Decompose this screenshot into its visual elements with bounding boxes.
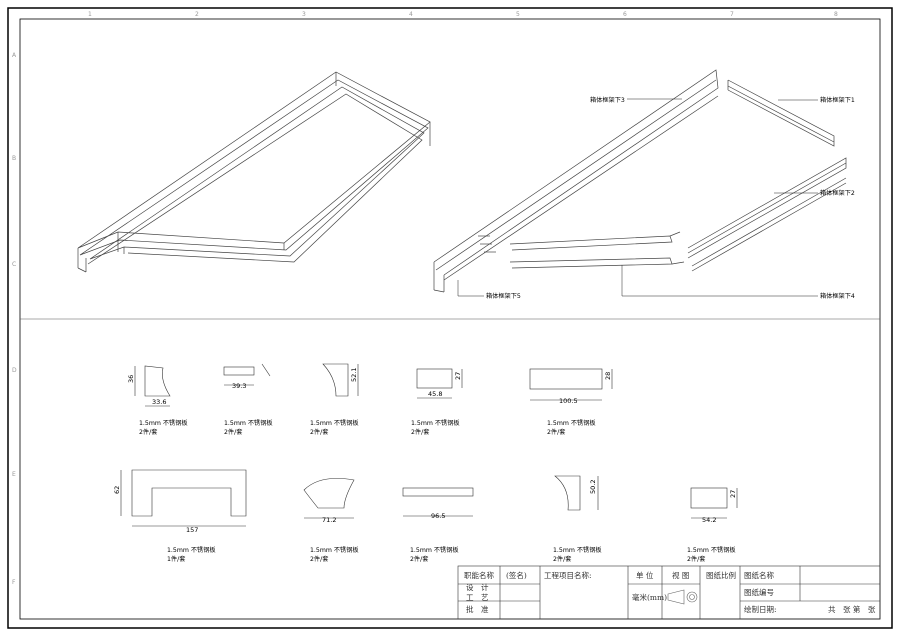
part-2-qty: 2件/套 [224,428,242,436]
part-10-dim-w: 54.2 [702,516,716,524]
part-9-material: 1.5mm 不锈钢板 [553,546,602,554]
title-block [457,565,881,620]
part-7-material: 1.5mm 不锈钢板 [310,546,359,554]
part-4-section [416,368,463,399]
part-5-material: 1.5mm 不锈钢板 [547,419,596,427]
tb-sign: (签名) [506,570,527,580]
part-7-section [303,478,355,519]
part-4-qty: 2件/套 [411,428,429,436]
part-9-section [554,475,599,511]
part-4-dim-w: 45.8 [428,390,442,398]
part-8-qty: 2件/套 [410,555,428,563]
callout-frame-2: 箱体框架下2 [820,189,855,197]
part-1-qty: 2件/套 [139,428,157,436]
part-6-section [120,469,247,527]
part-10-material: 1.5mm 不锈钢板 [687,546,736,554]
part-3-material: 1.5mm 不锈钢板 [310,419,359,427]
part-10-section [690,487,738,519]
part-5-qty: 2件/套 [547,428,565,436]
callout-frame-4: 箱体框架下4 [820,292,855,300]
part-6-qty: 1件/套 [167,555,185,563]
grid-col-3: 3 [302,11,306,18]
tb-view: 视 图 [672,570,689,580]
part-1-dim-w: 33.6 [152,398,166,406]
grid-col-1: 1 [88,11,92,18]
part-9-qty: 2件/套 [553,555,571,563]
tb-unit-value: 毫米(mm) [632,592,667,602]
grid-col-8: 8 [834,11,838,18]
part-4-dim-h: 27 [454,372,462,380]
part-6-material: 1.5mm 不锈钢板 [167,546,216,554]
part-6-dim-w: 157 [186,526,198,534]
outer-frame [7,7,893,629]
part-5-section [529,368,613,401]
tb-drawing-no: 图纸编号 [744,587,774,597]
part-3-qty: 2件/套 [310,428,328,436]
part-5-dim-h: 28 [604,372,612,380]
tb-duty: 职能名称 [464,570,494,580]
grid-row-e: E [12,471,16,478]
tb-draw-date: 绘制日期: [744,604,777,614]
grid-row-c: C [12,261,16,268]
grid-row-d: D [12,367,17,374]
part-8-material: 1.5mm 不锈钢板 [410,546,459,554]
grid-labels: 1 2 3 4 5 6 7 8 A B C D E F [12,11,838,586]
callout-frame-5: 箱体框架下5 [486,292,521,300]
part-3-section [322,363,359,397]
part-7-dim-w: 71.2 [322,516,336,524]
part-10-dim-h: 27 [729,490,737,498]
part-1-material: 1.5mm 不锈钢板 [139,419,188,427]
tb-craft: 工 艺 [466,593,489,602]
callout-frame-1: 箱体框架下1 [820,96,855,104]
grid-row-a: A [12,52,17,59]
part-7-qty: 2件/套 [310,555,328,563]
callout-frame-3: 箱体框架下3 [590,96,625,104]
tb-unit: 单 位 [636,570,654,580]
part-10-qty: 2件/套 [687,555,705,563]
part-5-dim-w: 100.5 [559,397,578,405]
part-8-section [402,487,474,517]
tb-project: 工程项目名称: [544,570,592,580]
grid-col-2: 2 [195,11,199,18]
part-1-section [134,365,171,407]
part-8-dim-w: 96.5 [431,512,445,520]
part-4-material: 1.5mm 不锈钢板 [411,419,460,427]
part-6-dim-h: 62 [113,486,121,494]
tb-design: 设 计 [466,582,489,592]
projection-symbol-icon [667,589,698,605]
part-1-dim-h: 36 [127,375,135,383]
part-3-dim-h: 52.1 [350,368,358,382]
grid-row-f: F [12,579,16,586]
part-2-section [223,363,271,386]
grid-col-5: 5 [516,11,520,18]
grid-col-4: 4 [409,11,413,18]
tb-scale: 图纸比例 [706,570,736,580]
grid-row-b: B [12,155,16,162]
grid-col-7: 7 [730,11,734,18]
part-2-material: 1.5mm 不锈钢板 [224,419,273,427]
exploded-view [433,69,847,297]
tb-approve: 批 准 [466,604,489,614]
part-2-dim-w: 39.3 [232,382,246,390]
tb-sheets: 共 张 第 张 [828,604,876,614]
part-9-dim-h: 50.2 [589,480,597,494]
assembled-frame [77,71,431,273]
tb-drawing-name: 图纸名称 [744,570,774,580]
grid-col-6: 6 [623,11,627,18]
